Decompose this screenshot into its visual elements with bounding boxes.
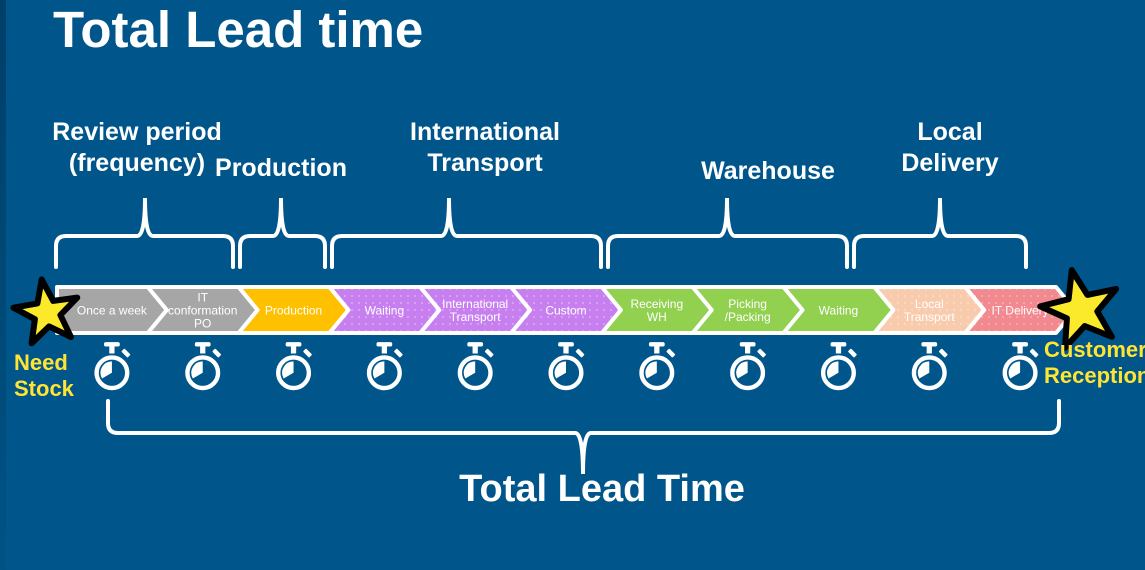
brace-review-period	[54, 197, 235, 269]
group-label-production: Production	[215, 154, 347, 182]
group-label-review-period: Review period (frequency)	[52, 118, 222, 177]
group-label-international-transport: International Transport	[409, 118, 561, 177]
segment-label: IT Delivery	[992, 304, 1049, 318]
brace-warehouse	[606, 197, 849, 269]
brace-international	[330, 197, 603, 269]
segment-label: Picking/Packing	[725, 297, 771, 324]
milestone-stars	[10, 267, 1120, 351]
segment-texture	[511, 287, 621, 333]
stopwatch-icon	[551, 342, 585, 388]
segment-label: Custom	[545, 304, 586, 318]
stopwatch-icon	[369, 342, 403, 388]
left-edge-shade	[0, 0, 6, 570]
stopwatch-row	[97, 342, 1039, 388]
segment-texture	[965, 287, 1075, 333]
group-label-warehouse: Warehouse	[701, 157, 835, 185]
segment-texture	[874, 287, 985, 333]
segment-label: Production	[265, 304, 322, 318]
segment-texture	[329, 287, 440, 333]
stopwatch-icon	[278, 342, 312, 388]
star-icon-customer-reception	[1037, 267, 1120, 351]
page-title: Total Lead time	[53, 1, 424, 58]
brace-group	[54, 197, 1061, 475]
brace-total-lead-time	[106, 399, 1061, 475]
stopwatch-icon	[823, 342, 857, 388]
segment-texture	[420, 287, 531, 333]
stopwatch-icon	[1005, 342, 1039, 388]
stopwatch-icon	[914, 342, 948, 388]
segment-label: Once a week	[77, 304, 148, 318]
brace-local-delivery	[852, 197, 1028, 269]
stopwatch-icon	[187, 342, 221, 388]
stopwatch-icon	[97, 342, 131, 388]
stopwatch-icon	[642, 342, 676, 388]
stopwatch-icon	[732, 342, 766, 388]
segment-label: Waiting	[819, 304, 859, 318]
stopwatch-icon	[460, 342, 494, 388]
total-lead-time-label: Total Lead Time	[459, 468, 745, 510]
segment-label: Waiting	[365, 304, 405, 318]
customer-reception-label: Customer Reception	[1044, 337, 1145, 389]
need-stock-label: Need Stock	[14, 350, 74, 402]
group-label-local-delivery: Local Delivery	[901, 118, 999, 177]
brace-production	[238, 197, 327, 269]
star-icon-need-stock	[10, 276, 81, 347]
